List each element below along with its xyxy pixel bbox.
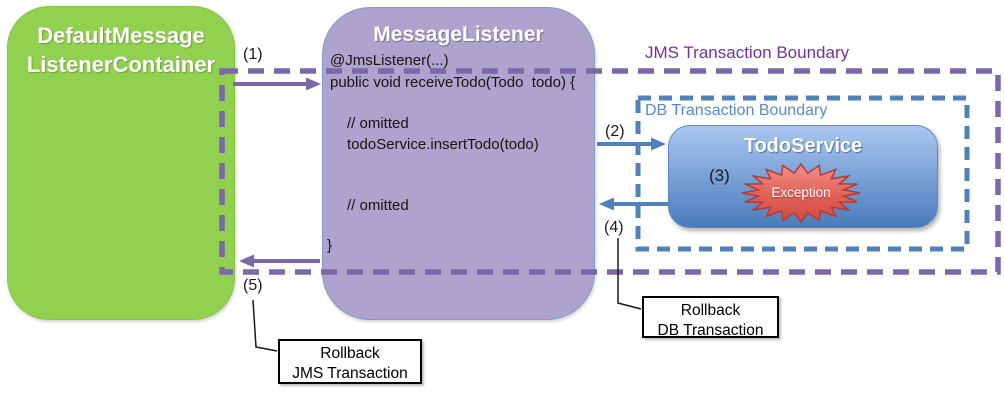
arrow-step4 <box>599 197 668 211</box>
rollback-jms-line1: Rollback <box>320 345 380 362</box>
rollback-jms-callout: Rollback JMS Transaction <box>278 339 422 384</box>
step-label-3: (3) <box>709 166 730 185</box>
arrow-step1 <box>233 77 321 91</box>
arrow-step5 <box>239 254 320 268</box>
code-service-call: todoService.insertTodo(todo) <box>347 136 539 153</box>
step-label-1: (1) <box>243 46 263 63</box>
rollback-db-line2: DB Transaction <box>657 322 764 339</box>
code-comment-2: // omitted <box>347 197 409 214</box>
dmlc-title-line1: DefaultMessage <box>37 23 205 48</box>
message-listener-title: MessageListener <box>373 23 544 46</box>
step-label-5: (5) <box>243 277 263 294</box>
todo-service-title: TodoService <box>743 135 863 157</box>
code-annotation: @JmsListener(...) <box>330 52 449 69</box>
db-boundary-label: DB Transaction Boundary <box>645 102 828 119</box>
jms-boundary-label: JMS Transaction Boundary <box>645 43 850 62</box>
rollback-db-callout: Rollback DB Transaction <box>642 296 779 339</box>
callout-connector-db <box>617 238 642 310</box>
rollback-jms-line2: JMS Transaction <box>292 365 408 382</box>
dmlc-title: DefaultMessage ListenerContainer <box>8 21 234 79</box>
exception-label: Exception <box>771 185 831 200</box>
rollback-db-line1: Rollback <box>680 302 741 319</box>
code-closing-brace: } <box>327 237 333 254</box>
code-comment-1: // omitted <box>347 115 409 132</box>
default-message-listener-container-box: DefaultMessage ListenerContainer <box>7 6 235 320</box>
callout-connector-jms <box>252 299 278 352</box>
dmlc-title-line2: ListenerContainer <box>26 52 216 77</box>
code-method-signature: public void receiveTodo(Todo todo) { <box>330 74 576 91</box>
step-label-2: (2) <box>605 123 625 140</box>
step-label-4: (4) <box>604 219 624 236</box>
